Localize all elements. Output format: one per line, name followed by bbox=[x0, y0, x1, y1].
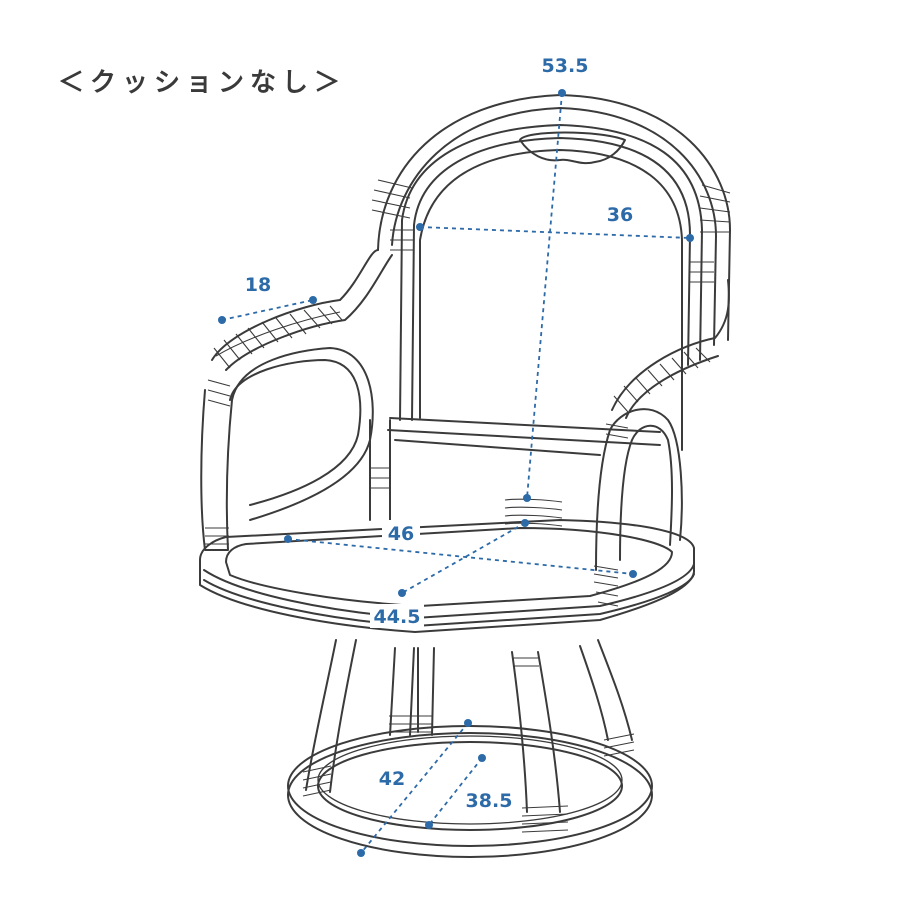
page-title: ＜クッションなし＞ bbox=[58, 68, 347, 98]
dimension-dot bbox=[523, 494, 531, 502]
dimension-dot bbox=[416, 223, 424, 231]
label-seat-width: 46 bbox=[388, 523, 414, 545]
dimension-dot bbox=[629, 570, 637, 578]
dimension-dot bbox=[558, 89, 566, 97]
right-armrest bbox=[593, 279, 730, 607]
dimension-dot bbox=[309, 296, 317, 304]
left-armrest bbox=[200, 249, 393, 551]
dimension-lines bbox=[218, 89, 694, 857]
dimension-line-armrest bbox=[221, 299, 314, 321]
dimension-dot bbox=[521, 519, 529, 527]
dimension-line-seat-width bbox=[287, 538, 634, 575]
dimension-dot bbox=[478, 754, 486, 762]
dimension-dot bbox=[464, 719, 472, 727]
dimension-dot bbox=[284, 535, 292, 543]
dimension-dot bbox=[425, 821, 433, 829]
backrest bbox=[371, 94, 731, 456]
dimension-dot bbox=[686, 234, 694, 242]
dimension-line-total-width bbox=[526, 92, 563, 499]
dimension-line-back-width bbox=[419, 226, 691, 239]
label-total-width: 53.5 bbox=[542, 55, 589, 77]
label-back-width: 36 bbox=[607, 204, 633, 226]
label-armrest-width: 18 bbox=[245, 274, 271, 296]
label-base-inner: 38.5 bbox=[466, 790, 513, 812]
label-base-outer: 42 bbox=[379, 768, 405, 790]
dimension-dot bbox=[357, 849, 365, 857]
label-seat-depth: 44.5 bbox=[374, 606, 421, 628]
dimension-dot bbox=[398, 589, 406, 597]
dimension-dot bbox=[218, 316, 226, 324]
dimension-labels: 53.5 36 18 46 44.5 42 38.5 bbox=[245, 52, 633, 812]
chair-legs bbox=[305, 639, 633, 813]
dimension-line-base-inner bbox=[428, 757, 483, 826]
